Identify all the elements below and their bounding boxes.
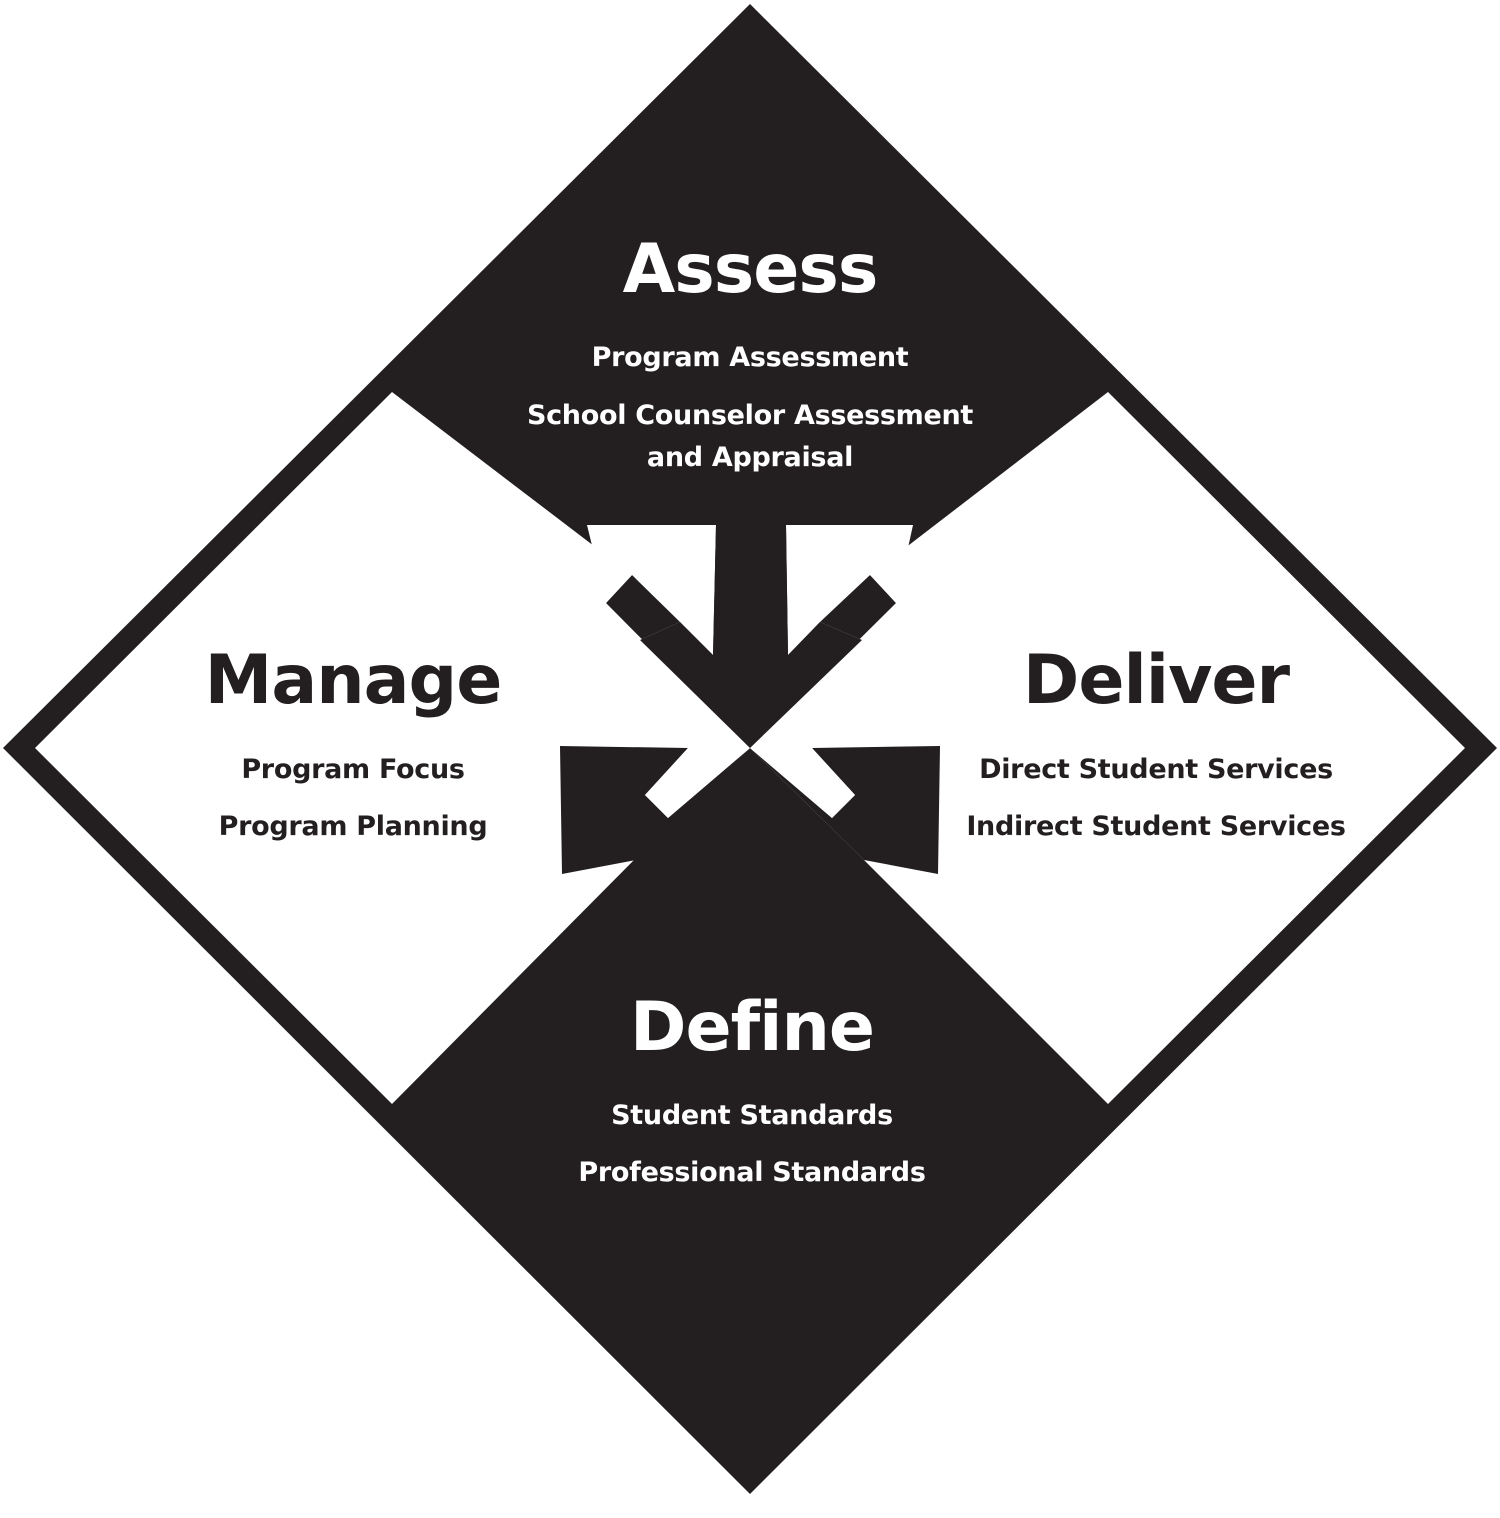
manage-title: Manage: [205, 641, 502, 720]
deliver-title: Deliver: [1023, 641, 1291, 720]
arrow-down-left: [560, 746, 750, 874]
define-item: Student Standards: [611, 1100, 893, 1131]
define-item: Professional Standards: [578, 1157, 925, 1188]
define-title: Define: [630, 988, 874, 1067]
assess-item: School Counselor Assessment: [527, 400, 973, 431]
assess-item: and Appraisal: [647, 442, 853, 473]
arrow-gap-left: [645, 748, 750, 818]
assess-item: Program Assessment: [592, 342, 909, 373]
assess-title: Assess: [623, 230, 878, 309]
center-dark-up-arrow: [640, 525, 862, 748]
arrow-up-left: [587, 525, 716, 655]
manage-quadrant: [35, 392, 750, 1104]
outer-diamond: [3, 4, 1497, 1494]
manage-item: Program Focus: [241, 754, 464, 785]
arrow-down-right: [750, 746, 940, 874]
arrow-up-right: [786, 525, 913, 655]
arrow-gap-right: [750, 748, 855, 818]
deliver-item: Direct Student Services: [979, 754, 1333, 785]
manage-item: Program Planning: [219, 811, 488, 842]
deliver-item: Indirect Student Services: [966, 811, 1345, 842]
deliver-quadrant: [750, 392, 1465, 1104]
